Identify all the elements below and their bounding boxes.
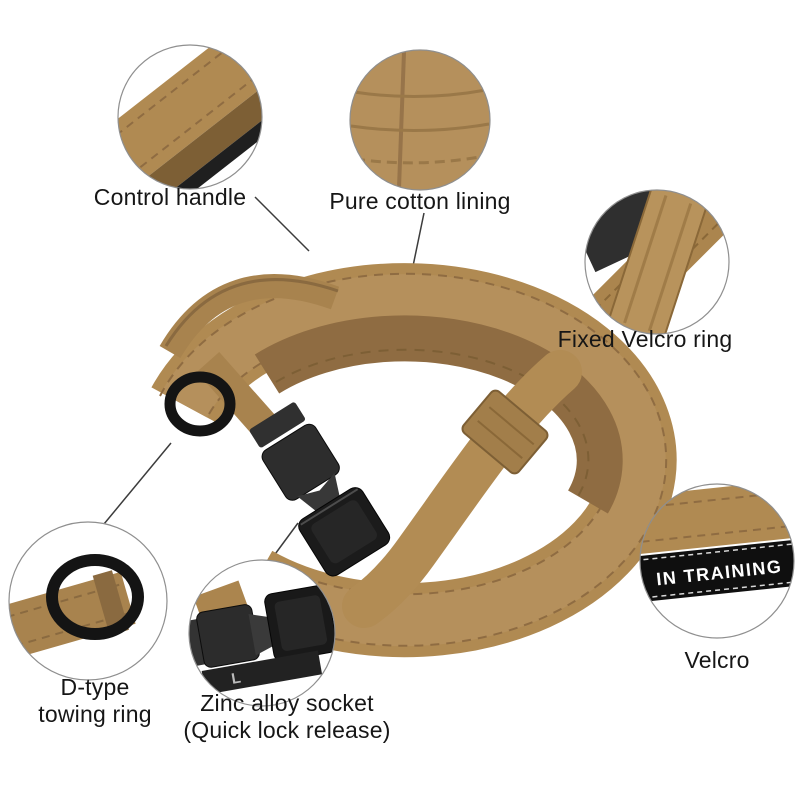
velcro-label: Velcro [684, 647, 750, 673]
zinc-alloy-socket-label: Zinc alloy socket (Quick lock release) [137, 690, 437, 744]
pure-cotton-lining-label: Pure cotton lining [329, 188, 511, 214]
cotton-lining-band [254, 315, 623, 514]
zinc-label-line1: Zinc alloy socket [200, 690, 374, 716]
d-ring-closeup-icon [46, 554, 144, 640]
cotton-lining-callout [349, 49, 491, 191]
control-handle-callout [117, 44, 263, 190]
zinc-label-line2: (Quick lock release) [183, 717, 391, 743]
d-ring-icon [164, 371, 236, 437]
d-type-label-line1: D-type [60, 674, 130, 700]
zinc-socket-callout: L [188, 559, 336, 707]
tail-strap [342, 350, 582, 628]
d-type-towing-ring-label: D-type towing ring [5, 674, 185, 728]
buckle-size-mark: L [230, 670, 242, 688]
fixed-velcro-ring-callout [584, 189, 730, 335]
control-handle-band [159, 274, 340, 359]
velcro-keeper [461, 389, 549, 475]
connector-d-ring [103, 442, 172, 525]
connector-control-handle [254, 196, 310, 252]
in-training-patch [640, 537, 794, 604]
d-ring-callout [8, 521, 168, 681]
collar-illustration [151, 263, 677, 658]
fixed-velcro-ring-label: Fixed Velcro ring [557, 326, 733, 352]
buckle-icon [249, 402, 391, 577]
d-ring-strap [196, 352, 282, 442]
control-handle-label: Control handle [93, 184, 247, 210]
d-type-label-line2: towing ring [38, 701, 152, 727]
